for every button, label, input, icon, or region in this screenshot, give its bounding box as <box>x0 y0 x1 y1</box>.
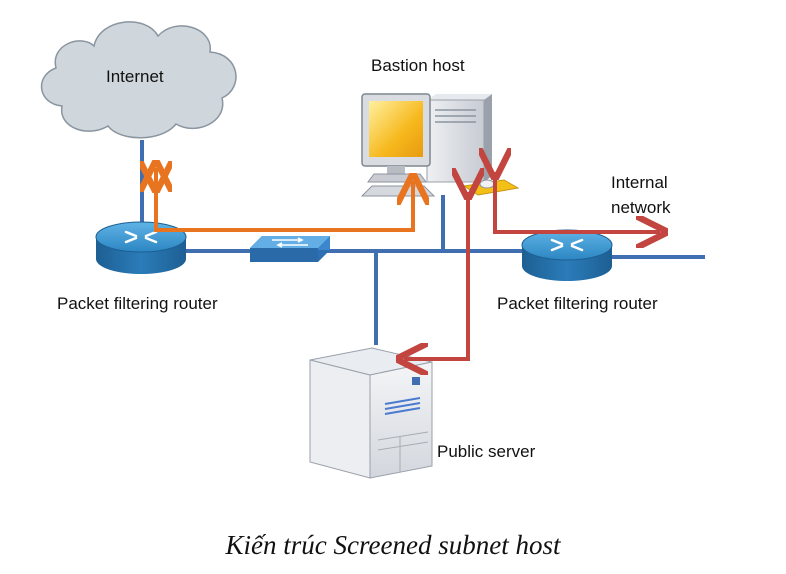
bastion-to-internal-network-path <box>495 172 660 232</box>
bastion-to-public-server-path <box>404 192 468 359</box>
public-server-label: Public server <box>437 442 536 461</box>
switch-icon <box>250 236 330 262</box>
right-router-icon <box>521 229 613 281</box>
left-router-label: Packet filtering router <box>57 294 218 313</box>
internal-network-label: Internal network <box>611 173 671 217</box>
internet-cloud-icon <box>40 21 237 139</box>
right-router-label: Packet filtering router <box>497 294 658 313</box>
bastion-host-label: Bastion host <box>371 56 465 75</box>
public-server-icon <box>309 347 433 479</box>
figure-caption: Kiến trúc Screened subnet host <box>225 530 561 560</box>
internet-label: Internet <box>106 67 164 86</box>
